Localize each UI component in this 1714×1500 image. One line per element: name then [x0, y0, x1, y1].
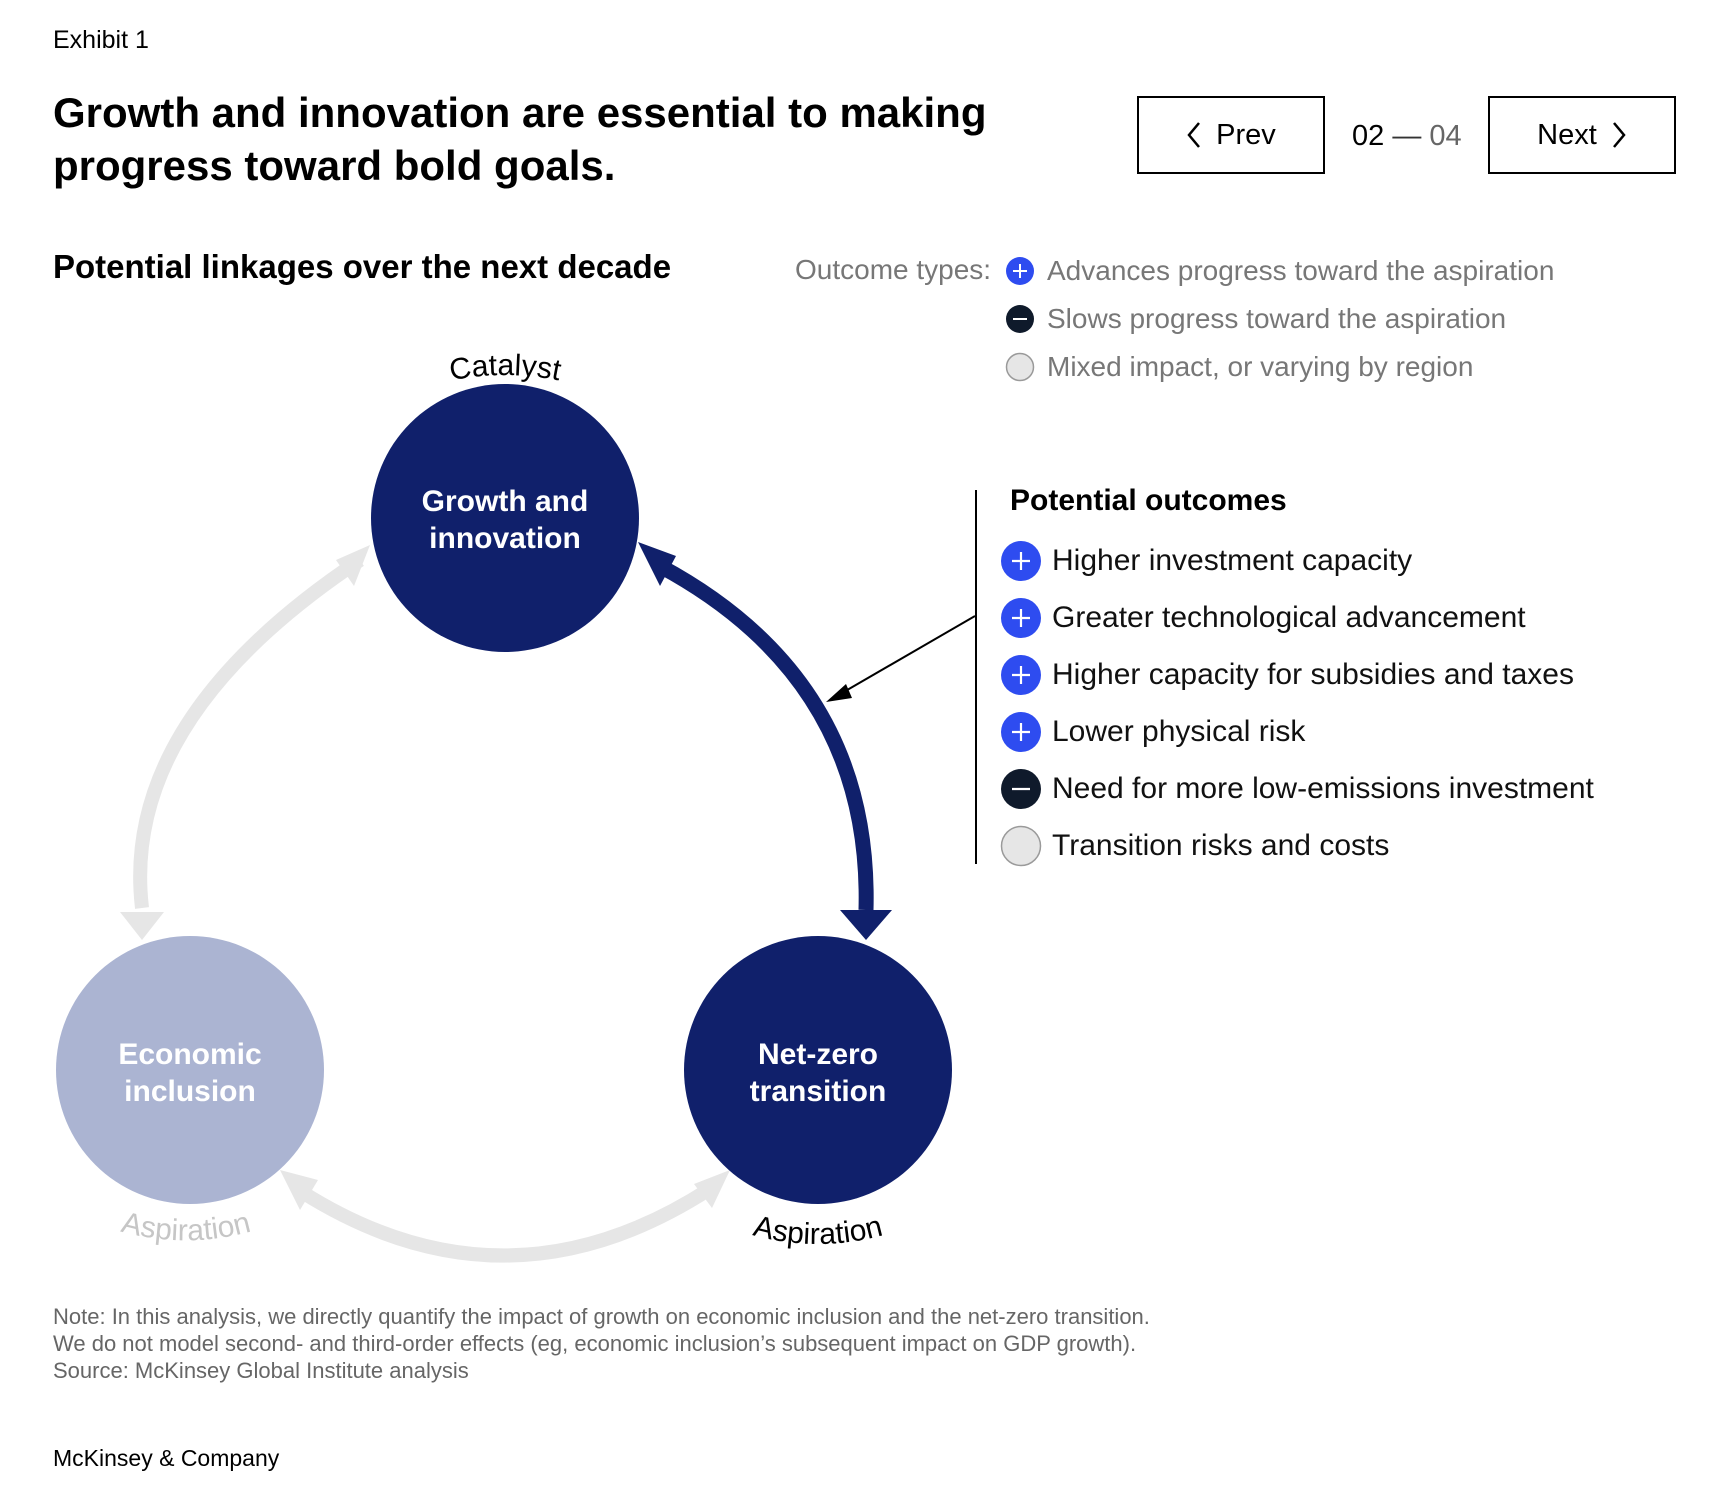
outcome-label: Transition risks and costs: [1052, 829, 1390, 862]
outcome-item: Greater technological advancement: [1000, 597, 1526, 639]
note-line-1: Note: In this analysis, we directly quan…: [53, 1304, 1150, 1329]
outcome-label: Lower physical risk: [1052, 715, 1306, 748]
node-growth-innovation: Growth and innovation: [371, 384, 639, 652]
outcome-label: Higher capacity for subsidies and taxes: [1052, 658, 1574, 691]
page-current: 02: [1352, 120, 1385, 152]
prev-button[interactable]: Prev: [1137, 96, 1325, 174]
outcome-item: Higher investment capacity: [1000, 540, 1412, 582]
tag-aspiration-inclusion: Aspiration: [118, 1206, 253, 1247]
next-label: Next: [1537, 118, 1597, 151]
tag-aspiration-netzero: Aspiration: [750, 1210, 885, 1251]
plus-icon: [1001, 541, 1041, 581]
note-line-2: We do not model second- and third-order …: [53, 1331, 1137, 1356]
page-counter: 02 — 04: [1352, 120, 1462, 153]
tag-catalyst: Catalyst: [447, 349, 564, 387]
mixed-circle-icon: [1000, 825, 1042, 867]
outcome-item: Need for more low-emissions investment: [1000, 768, 1594, 810]
page-total: 04: [1429, 120, 1462, 152]
outcomes-title: Potential outcomes: [1010, 484, 1287, 517]
brand-logo-text: McKinsey & Company: [53, 1445, 280, 1471]
node-inclusion-line1: Economic: [118, 1038, 261, 1071]
prev-label: Prev: [1216, 118, 1276, 151]
node-netzero-line2: transition: [750, 1075, 887, 1108]
plus-icon: [1001, 655, 1041, 695]
outcomes-divider: [975, 490, 977, 864]
page-title: Growth and innovation are essential to m…: [53, 89, 987, 189]
legend-item-label: Advances progress toward the aspiration: [1047, 255, 1555, 286]
next-button[interactable]: Next: [1488, 96, 1676, 174]
outcome-label: Higher investment capacity: [1052, 544, 1413, 577]
outcome-item: Higher capacity for subsidies and taxes: [1000, 654, 1574, 696]
outcome-item: Lower physical risk: [1000, 711, 1305, 753]
exhibit-label: Exhibit 1: [53, 26, 149, 54]
plus-icon: [1001, 712, 1041, 752]
section-subtitle: Potential linkages over the next decade: [53, 248, 672, 285]
node-growth-line1: Growth and: [422, 485, 589, 518]
chevron-right-icon: [1612, 122, 1626, 148]
legend-item-mixed: Mixed impact, or varying by region: [1005, 351, 1473, 383]
outcome-item: Transition risks and costs: [1000, 825, 1389, 867]
page-separator: —: [1392, 120, 1422, 152]
minus-icon: [1006, 305, 1034, 333]
legend-item-label: Mixed impact, or varying by region: [1047, 351, 1474, 382]
node-growth-line2: innovation: [429, 522, 581, 555]
node-inclusion-line2: inclusion: [124, 1075, 256, 1108]
chevron-left-icon: [1187, 122, 1201, 148]
plus-icon: [1006, 257, 1034, 285]
faint-arrow-bottom: [280, 1170, 730, 1263]
legend-item-plus: Advances progress toward the aspiration: [1005, 255, 1554, 287]
outcomes-pointer-arrow: [826, 615, 976, 702]
node-netzero-line1: Net-zero: [758, 1038, 878, 1071]
mixed-circle-icon: [1005, 352, 1035, 382]
source-line: Source: McKinsey Global Institute analys…: [53, 1358, 469, 1383]
main-arrow-growth-netzero: [638, 542, 892, 940]
plus-icon: [1001, 598, 1041, 638]
minus-icon: [1001, 769, 1041, 809]
legend-item-label: Slows progress toward the aspiration: [1047, 303, 1507, 334]
legend-item-minus: Slows progress toward the aspiration: [1005, 303, 1506, 335]
footnote: Note: In this analysis, we directly quan…: [53, 1303, 1150, 1384]
outcome-label: Greater technological advancement: [1052, 601, 1526, 634]
faint-arrow-left: [120, 545, 370, 940]
outcome-label: Need for more low-emissions investment: [1052, 772, 1594, 805]
node-net-zero: Net-zero transition: [684, 936, 952, 1204]
legend-label: Outcome types:: [795, 254, 992, 285]
node-economic-inclusion: Economic inclusion: [56, 936, 324, 1204]
